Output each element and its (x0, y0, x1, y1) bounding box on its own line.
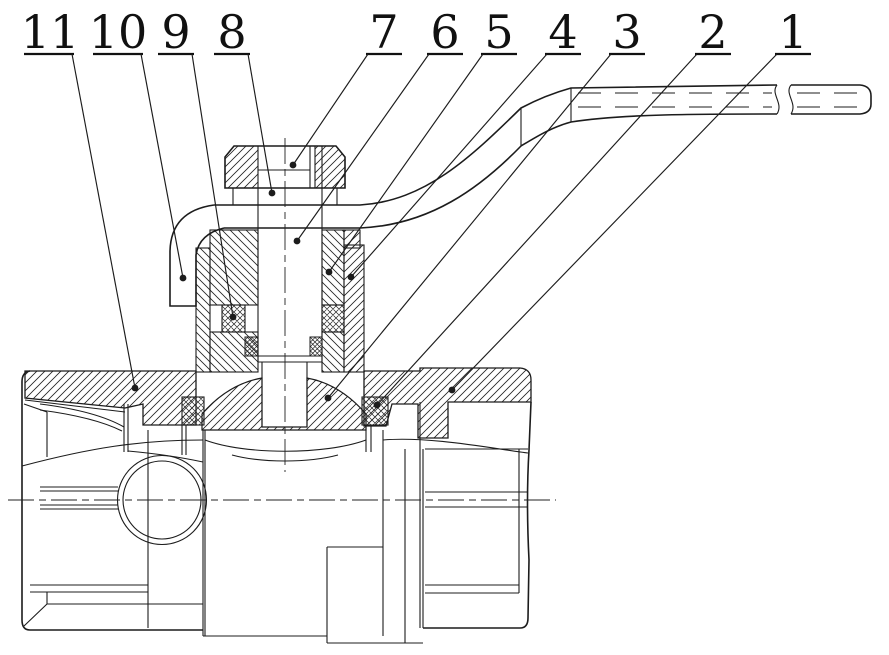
left-port-thread-lines (24, 399, 203, 605)
callout-9: 9 (158, 5, 237, 321)
stem (244, 146, 323, 428)
stem-nut-and-washer (224, 145, 346, 205)
leader-line (327, 53, 612, 399)
nut-hatch-right (315, 146, 345, 188)
right-cap-outline (423, 401, 532, 629)
interior-contours (21, 438, 529, 467)
callout-5: 5 (325, 5, 517, 276)
bonnet-left-wall (195, 247, 211, 373)
leader-line (376, 53, 698, 406)
leader-line (191, 53, 234, 318)
nut-inner-lines (309, 146, 316, 188)
seat-retainers (181, 425, 372, 455)
callout-8: 8 (214, 5, 276, 197)
handle-break-symbol (774, 84, 794, 115)
nut-hatch-left (225, 146, 258, 188)
leader-dot (179, 274, 187, 282)
ball-hatched (201, 377, 367, 431)
seat-left-crosshatch (181, 396, 205, 426)
leader-line (292, 53, 369, 166)
stem-lines (245, 146, 323, 428)
callout-number: 2 (698, 5, 727, 59)
leader-dot (373, 401, 381, 409)
callout-number: 8 (217, 5, 246, 59)
leader-line (296, 53, 430, 242)
leader-dot (131, 384, 139, 392)
callout-number: 1 (778, 5, 807, 59)
ball-and-seats (181, 377, 389, 431)
center-section (203, 430, 424, 644)
callout-1: 1 (448, 5, 811, 394)
leader-dot (293, 237, 301, 245)
callout-2: 2 (373, 5, 731, 409)
nut-outline (224, 145, 346, 189)
seat-right-crosshatch (361, 396, 389, 426)
callout-number: 10 (89, 5, 148, 59)
left-cavity-walls (147, 430, 204, 636)
body-left-chamfers (23, 403, 48, 627)
handle-bent-tab (169, 204, 225, 307)
gland-right-hatched (321, 229, 345, 306)
left-port-wall (39, 403, 129, 452)
callout-10: 10 (89, 5, 187, 282)
callout-number: 9 (161, 5, 190, 59)
callout-number: 3 (612, 5, 641, 59)
bonnet-right-wall (343, 244, 365, 373)
leader-dot (229, 313, 237, 321)
stem-seal-right (309, 336, 323, 357)
callout-3: 3 (324, 5, 645, 402)
body-top-band (24, 367, 532, 439)
right-cap-inner (419, 402, 528, 628)
leader-line (451, 53, 778, 391)
gland-left-hatched (209, 229, 259, 306)
stem-seal-left (244, 336, 259, 357)
leader-dot (289, 161, 297, 169)
handle (169, 84, 872, 307)
leader-line (247, 53, 273, 194)
callout-number: 7 (369, 5, 398, 59)
handle-top-edge (214, 84, 778, 206)
bonnet-and-packing (195, 229, 365, 373)
leader-dot (448, 386, 456, 394)
callout-number: 4 (548, 5, 577, 59)
valve-body-lower (21, 370, 532, 644)
callout-6: 6 (293, 5, 463, 245)
callout-11: 11 (21, 5, 139, 392)
callout-4: 4 (347, 5, 581, 281)
leader-line (350, 53, 548, 278)
leader-dot (347, 273, 355, 281)
bonnet-right-base (321, 331, 345, 373)
band-right-hatched (363, 367, 532, 439)
packing-seal-right (321, 304, 345, 333)
callout-number: 6 (430, 5, 459, 59)
leader-line (328, 53, 484, 273)
handle-hidden-lines (578, 92, 864, 108)
handle-end-segment (791, 84, 872, 115)
leader-dot (268, 189, 276, 197)
callout-number: 11 (21, 5, 80, 59)
leader-dot (325, 268, 333, 276)
leader-dot (324, 394, 332, 402)
handle-bottom-edge (224, 113, 778, 229)
centerlines (8, 138, 556, 501)
callout-7: 7 (289, 5, 402, 169)
leader-line (140, 53, 184, 279)
callout-number: 5 (484, 5, 513, 59)
band-left-hatched (24, 370, 197, 426)
handle-twist-edges (520, 88, 572, 146)
leader-line (71, 53, 136, 389)
